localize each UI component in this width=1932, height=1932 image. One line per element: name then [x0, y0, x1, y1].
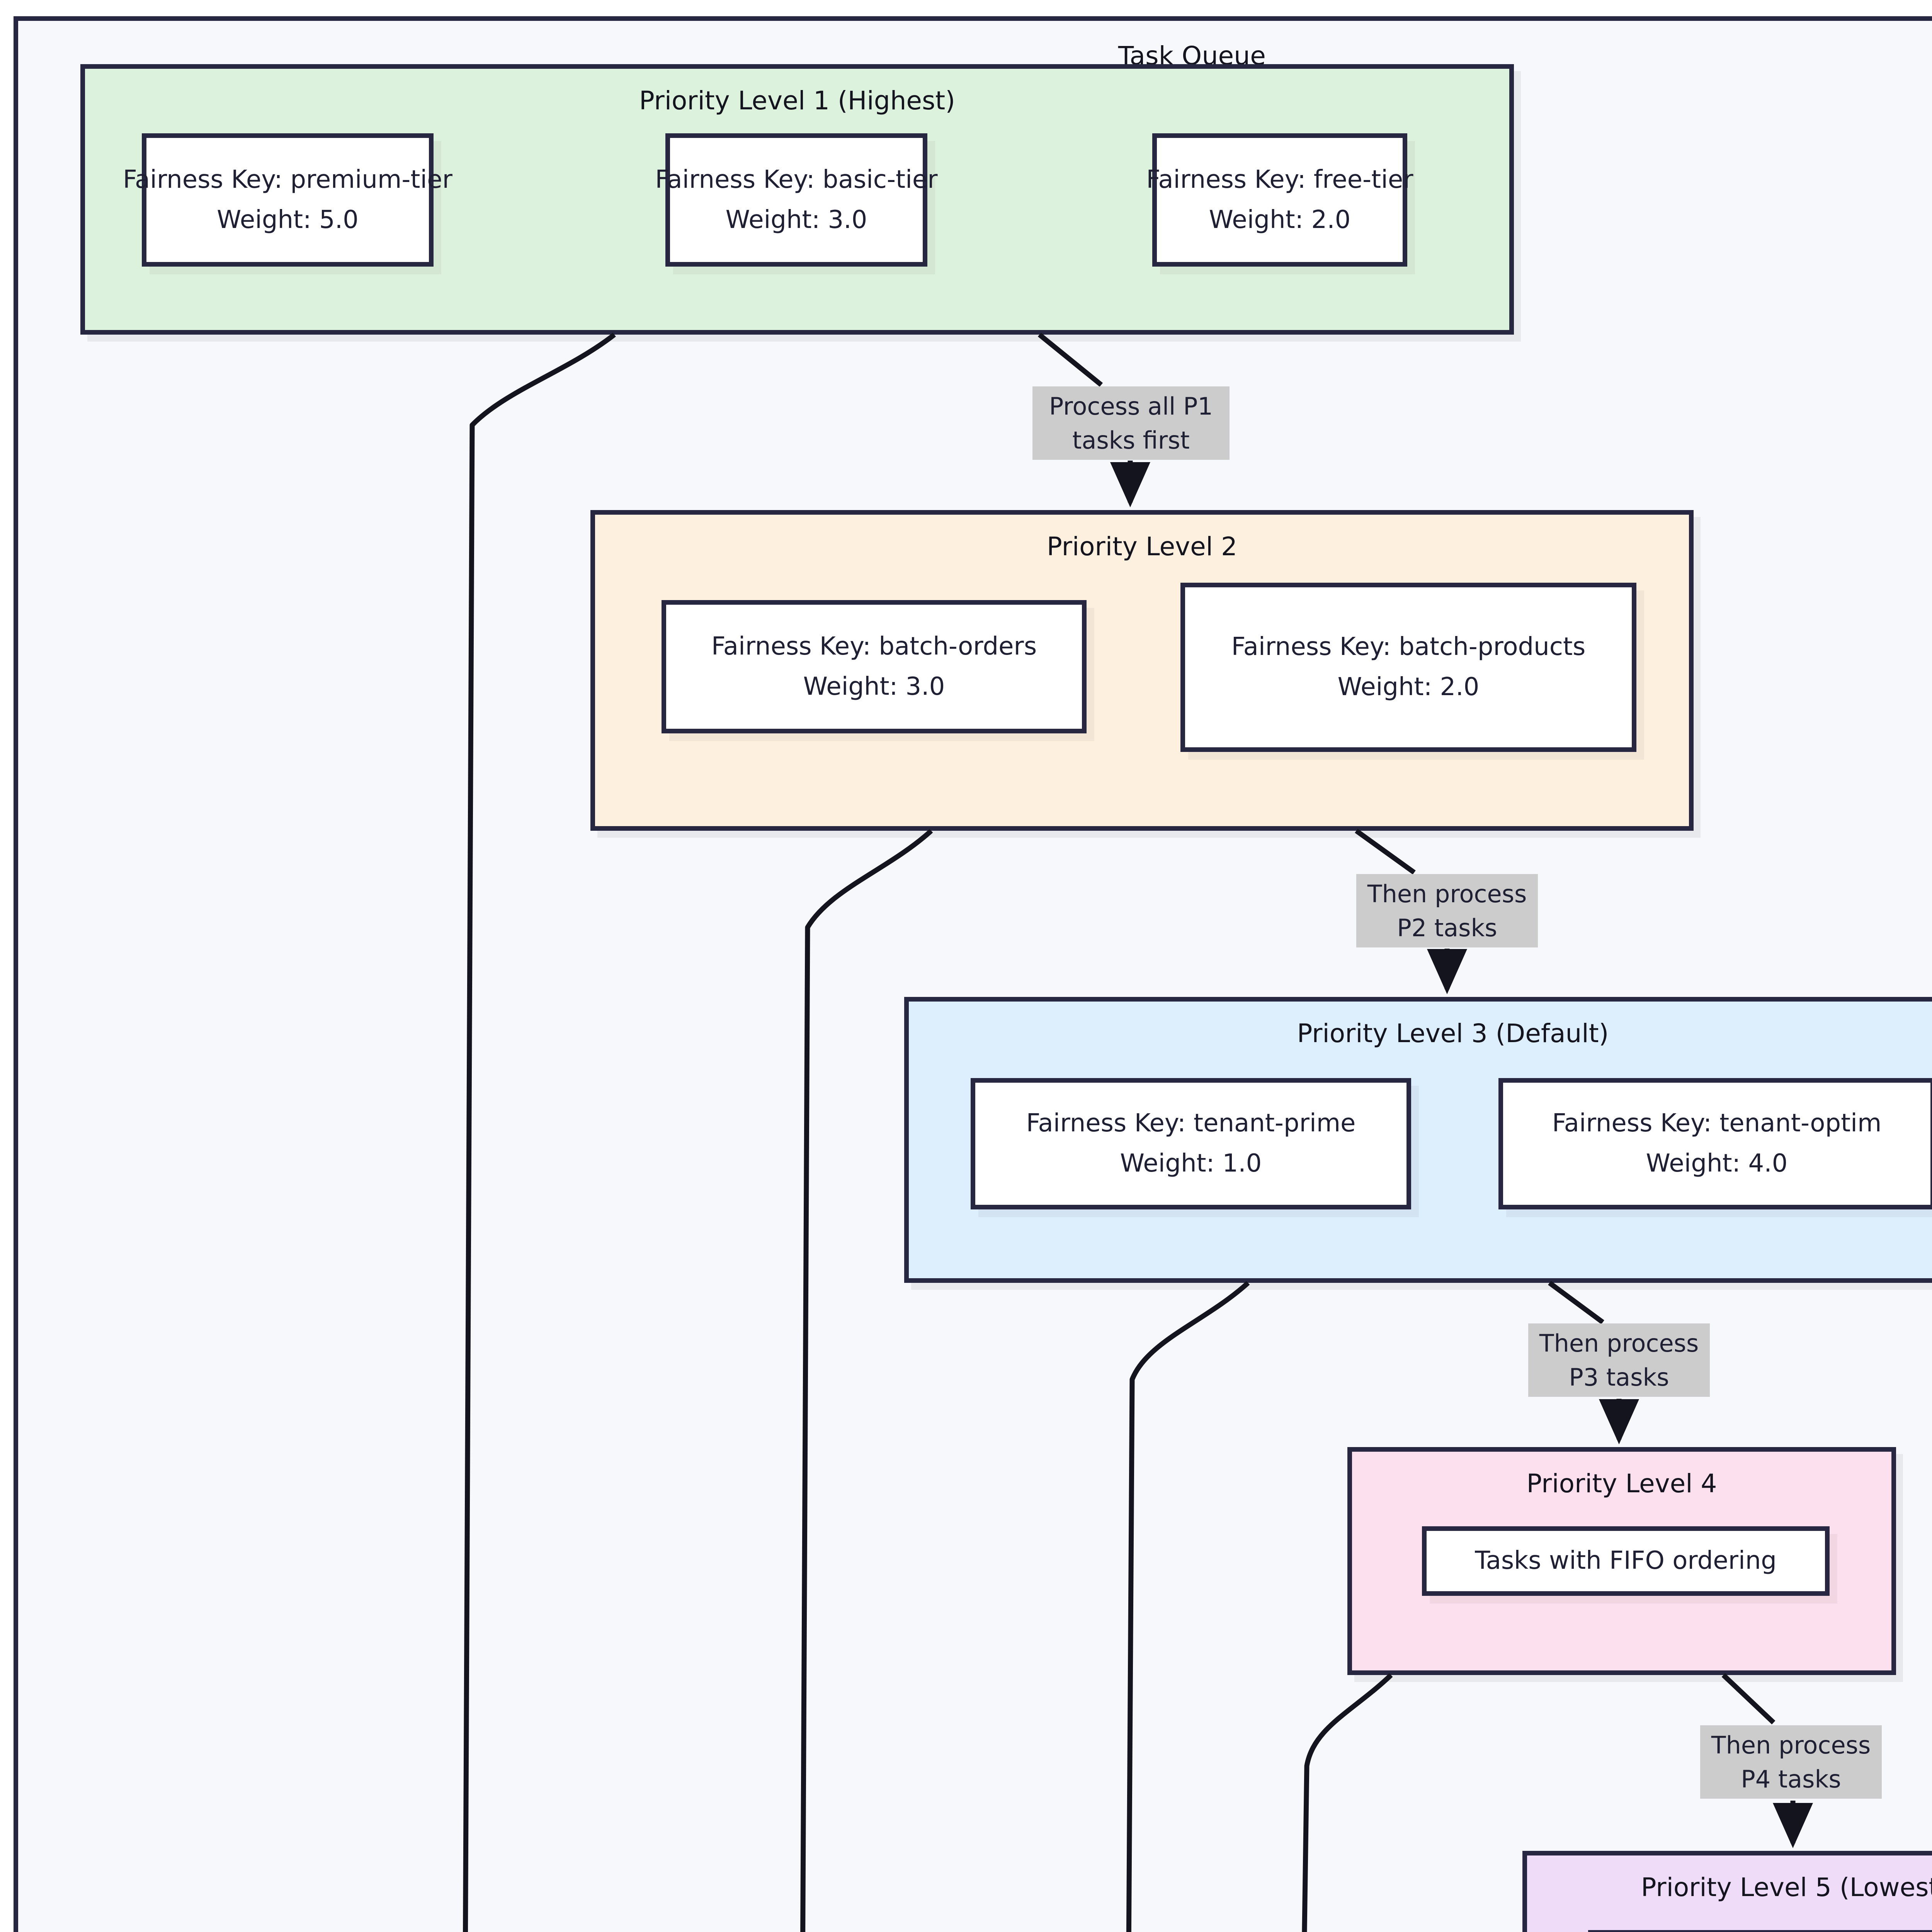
fairness-key-label: Fairness Key: basic-tier — [655, 165, 938, 194]
edge-label-line-1: Process all P1 — [1049, 392, 1213, 420]
edge-label-line-1: Then process — [1711, 1731, 1871, 1759]
edge-label-then-process-p4: Then process P4 tasks — [1700, 1725, 1882, 1799]
priority-level-4-title: Priority Level 4 — [1526, 1469, 1717, 1498]
fairness-node-batch-products[interactable]: Fairness Key: batch-products Weight: 2.0 — [1180, 583, 1636, 752]
priority-level-1-title: Priority Level 1 (Highest) — [639, 86, 956, 116]
edge-label-process-all-p1: Process all P1 tasks first — [1032, 386, 1230, 460]
fairness-key-label: Fairness Key: batch-orders — [711, 632, 1037, 661]
fairness-key-label: Fairness Key: tenant-optim — [1552, 1109, 1882, 1138]
fifo-label: Tasks with FIFO ordering — [1475, 1546, 1777, 1575]
fairness-node-premium-tier[interactable]: Fairness Key: premium-tier Weight: 5.0 — [123, 133, 452, 267]
edge-label-line-2: P4 tasks — [1741, 1765, 1841, 1794]
fairness-node-batch-orders[interactable]: Fairness Key: batch-orders Weight: 3.0 — [662, 600, 1087, 733]
fairness-key-label: Fairness Key: free-tier — [1146, 165, 1413, 194]
fairness-key-label: Fairness Key: premium-tier — [123, 165, 452, 194]
edge-label-line-1: Then process — [1367, 880, 1527, 908]
weight-label: Weight: 2.0 — [1337, 673, 1480, 701]
priority-level-3-title: Priority Level 3 (Default) — [1297, 1019, 1609, 1048]
edge-label-line-1: Then process — [1539, 1329, 1699, 1357]
fairness-node-tenant-optim[interactable]: Fairness Key: tenant-optim Weight: 4.0 — [1498, 1078, 1932, 1209]
weight-label: Weight: 3.0 — [803, 672, 945, 701]
edge-label-then-process-p2: Then process P2 tasks — [1356, 874, 1538, 947]
fairness-node-free-tier[interactable]: Fairness Key: free-tier Weight: 2.0 — [1146, 133, 1413, 267]
priority-level-5-title: Priority Level 5 (Lowest) — [1641, 1872, 1932, 1902]
priority-level-2-title: Priority Level 2 — [1046, 532, 1238, 561]
fairness-key-label: Fairness Key: batch-products — [1231, 633, 1586, 662]
weight-label: Weight: 4.0 — [1646, 1149, 1788, 1178]
weight-label: Weight: 1.0 — [1120, 1149, 1262, 1178]
weight-label: Weight: 3.0 — [725, 205, 867, 234]
weight-label: Weight: 2.0 — [1209, 205, 1351, 234]
edge-label-line-2: P2 tasks — [1397, 914, 1497, 942]
edge-label-line-2: tasks first — [1072, 426, 1190, 455]
priority-level-5-group: Priority Level 5 (Lowest) — [1522, 1851, 1932, 1932]
fairness-node-basic-tier[interactable]: Fairness Key: basic-tier Weight: 3.0 — [655, 133, 938, 267]
edge-label-then-process-p3: Then process P3 tasks — [1528, 1323, 1710, 1397]
weight-label: Weight: 5.0 — [217, 205, 359, 234]
edge-label-line-2: P3 tasks — [1569, 1363, 1669, 1392]
fifo-node-p5[interactable]: Tasks with FIFO ordering — [1588, 1930, 1932, 1932]
fairness-key-label: Fairness Key: tenant-prime — [1026, 1109, 1356, 1138]
fairness-node-tenant-prime[interactable]: Fairness Key: tenant-prime Weight: 1.0 — [971, 1078, 1411, 1209]
fifo-node-p4[interactable]: Tasks with FIFO ordering — [1422, 1526, 1830, 1596]
